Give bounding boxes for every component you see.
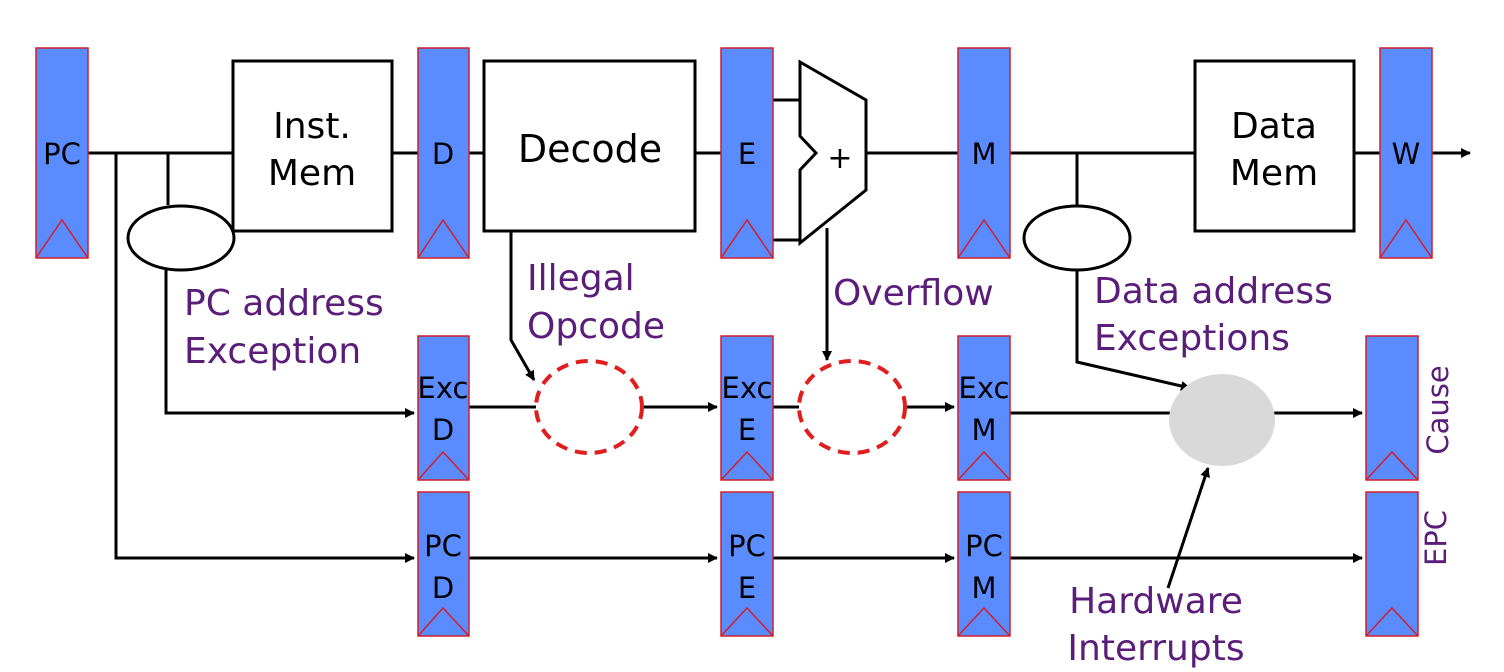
- register-w-label: W: [1392, 137, 1421, 171]
- data-address-exceptions-line-1: Data address: [1094, 271, 1333, 312]
- register-w: W: [1379, 47, 1433, 259]
- register-epc: EPC: [1365, 491, 1453, 637]
- data-mem-label-1: Data: [1231, 106, 1317, 147]
- register-exc-d-label-2: D: [432, 413, 454, 447]
- register-d-label: D: [432, 137, 454, 171]
- register-exc-m-label-1: Exc: [959, 371, 1010, 405]
- register-pc-m-label-2: M: [971, 571, 996, 605]
- overflow-checker: [797, 359, 907, 455]
- register-exc-d: Exc D: [417, 335, 470, 481]
- register-exc-d-label-1: Exc: [418, 371, 469, 405]
- inst-mem-label-1: Inst.: [273, 106, 351, 147]
- data-address-exceptions-annotation: Data address Exceptions: [1094, 271, 1333, 359]
- register-pc-d: PC D: [417, 491, 470, 637]
- register-cause: Cause: [1365, 335, 1455, 481]
- register-exc-e-label-1: Exc: [722, 371, 773, 405]
- data-address-checker: [1022, 204, 1132, 272]
- overflow-annotation: Overflow: [833, 273, 994, 314]
- data-address-exceptions-line-2: Exceptions: [1094, 318, 1290, 359]
- exception-combine-unit: [1169, 374, 1275, 466]
- register-pc-label: PC: [43, 137, 81, 171]
- register-pc-d-label-2: D: [432, 571, 454, 605]
- pc-address-exception-line-2: Exception: [184, 331, 361, 372]
- register-exc-e: Exc E: [720, 335, 774, 481]
- data-mem-label-2: Mem: [1230, 153, 1318, 194]
- register-exc-m: Exc M: [957, 335, 1011, 481]
- register-m-label: M: [971, 137, 996, 171]
- data-mem-block: Data Mem: [1193, 59, 1356, 233]
- illegal-opcode-line-1: Illegal: [527, 258, 635, 299]
- register-pc-e-label-2: E: [738, 571, 756, 605]
- pc-address-checker: [126, 204, 236, 272]
- decode-label: Decode: [518, 127, 662, 171]
- register-pc-e-label-1: PC: [728, 529, 766, 563]
- adder-label: +: [827, 141, 852, 176]
- register-exc-m-label-2: M: [971, 413, 996, 447]
- illegal-opcode-checker: [534, 359, 644, 455]
- hardware-interrupts-line-2: Interrupts: [1067, 628, 1244, 669]
- register-cause-label: Cause: [1421, 365, 1455, 454]
- adder-block: +: [798, 59, 868, 247]
- register-pc-e: PC E: [720, 491, 774, 637]
- register-pc: PC: [35, 47, 89, 259]
- inst-mem-label-2: Mem: [268, 153, 356, 194]
- register-pc-m-label-1: PC: [965, 529, 1003, 563]
- decode-block: Decode: [482, 59, 697, 233]
- register-e: E: [720, 47, 774, 259]
- register-m: M: [957, 47, 1011, 259]
- register-pc-m: PC M: [957, 491, 1011, 637]
- illegal-opcode-line-2: Opcode: [527, 306, 665, 347]
- datapath-wires: [88, 98, 1471, 589]
- hardware-interrupts-line-1: Hardware: [1069, 581, 1243, 622]
- inst-mem-block: Inst. Mem: [231, 59, 394, 233]
- register-e-label: E: [738, 137, 756, 171]
- register-d: D: [417, 47, 470, 259]
- register-exc-e-label-2: E: [738, 413, 756, 447]
- register-pc-d-label-1: PC: [424, 529, 462, 563]
- hardware-interrupts-annotation: Hardware Interrupts: [1067, 581, 1244, 669]
- pc-address-exception-line-1: PC address: [184, 283, 384, 324]
- illegal-opcode-annotation: Illegal Opcode: [527, 258, 665, 347]
- pc-address-exception-annotation: PC address Exception: [184, 283, 384, 372]
- register-epc-label: EPC: [1419, 510, 1453, 566]
